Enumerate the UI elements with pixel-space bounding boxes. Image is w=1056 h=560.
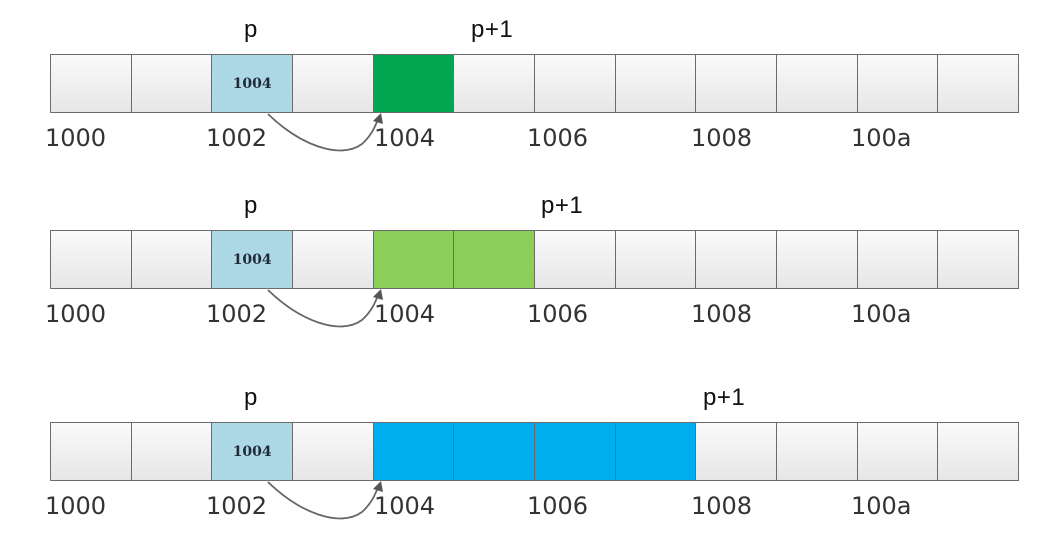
address-label: 1008 — [691, 124, 753, 152]
highlighted-cell — [454, 423, 536, 480]
highlighted-cell — [373, 55, 455, 112]
memory-cell — [615, 231, 697, 288]
pointer-cell: 1004 — [212, 423, 294, 480]
memory-cell — [777, 55, 858, 112]
highlighted-cell — [454, 231, 536, 288]
pointer-label-p-plus-1: p+1 — [703, 384, 746, 411]
address-label: 1008 — [691, 492, 753, 520]
pointer-label-p: p — [244, 384, 258, 411]
pointer-value: 1004 — [232, 75, 272, 92]
pointer-arrow — [267, 481, 383, 520]
address-label: 100a — [851, 124, 912, 152]
address-label: 100a — [851, 300, 912, 328]
memory-cell — [615, 55, 697, 112]
memory-cell — [293, 55, 374, 112]
memory-cell — [938, 423, 1019, 480]
memory-cell — [857, 231, 939, 288]
pointer-value: 1004 — [232, 251, 272, 268]
address-label: 1004 — [374, 492, 436, 520]
address-label: 1002 — [206, 124, 268, 152]
memory-strip: 1004 — [50, 54, 1019, 113]
memory-cell — [777, 231, 858, 288]
memory-cell — [51, 231, 132, 288]
memory-diagram-3: p p+1 1004 1000 1002 1004 1006 1008 100a — [0, 368, 1056, 520]
memory-cell — [454, 55, 536, 112]
address-label: 1002 — [206, 300, 268, 328]
memory-cell — [293, 423, 374, 480]
address-label: 1006 — [527, 124, 589, 152]
memory-cell — [696, 55, 778, 112]
address-label: 1000 — [45, 300, 107, 328]
memory-cell — [51, 55, 132, 112]
memory-cell — [938, 231, 1019, 288]
memory-cell — [535, 55, 616, 112]
memory-diagram-2: p p+1 1004 1000 1002 1004 1006 1008 100a — [0, 176, 1056, 328]
address-label: 1008 — [691, 300, 753, 328]
address-label: 1000 — [45, 124, 107, 152]
memory-cell — [131, 423, 213, 480]
address-label: 100a — [851, 492, 912, 520]
highlighted-cell — [373, 423, 455, 480]
highlighted-cell — [373, 231, 455, 288]
address-label: 1006 — [527, 492, 589, 520]
memory-cell — [857, 55, 939, 112]
memory-cell — [857, 423, 939, 480]
pointer-label-p: p — [244, 192, 258, 219]
address-label: 1000 — [45, 492, 107, 520]
memory-cell — [696, 231, 778, 288]
memory-cell — [131, 55, 213, 112]
memory-cell — [535, 231, 616, 288]
pointer-label-p: p — [244, 16, 258, 43]
pointer-arrow — [267, 113, 383, 152]
highlighted-cell — [615, 423, 697, 480]
address-label: 1006 — [527, 300, 589, 328]
memory-strip: 1004 — [50, 230, 1019, 289]
address-label: 1004 — [374, 300, 436, 328]
memory-cell — [51, 423, 132, 480]
pointer-cell: 1004 — [212, 55, 294, 112]
memory-cell — [938, 55, 1019, 112]
address-label: 1002 — [206, 492, 268, 520]
pointer-cell: 1004 — [212, 231, 294, 288]
pointer-label-p-plus-1: p+1 — [471, 16, 514, 43]
pointer-arrow — [267, 289, 383, 328]
memory-cell — [696, 423, 778, 480]
address-label: 1004 — [374, 124, 436, 152]
memory-cell — [293, 231, 374, 288]
memory-cell — [777, 423, 858, 480]
pointer-label-p-plus-1: p+1 — [541, 192, 584, 219]
highlighted-cell — [535, 423, 616, 480]
pointer-value: 1004 — [232, 443, 272, 460]
memory-strip: 1004 — [50, 422, 1019, 481]
memory-diagram-1: p p+1 1004 1000 1002 1004 1006 1008 100a — [0, 0, 1056, 152]
memory-cell — [131, 231, 213, 288]
